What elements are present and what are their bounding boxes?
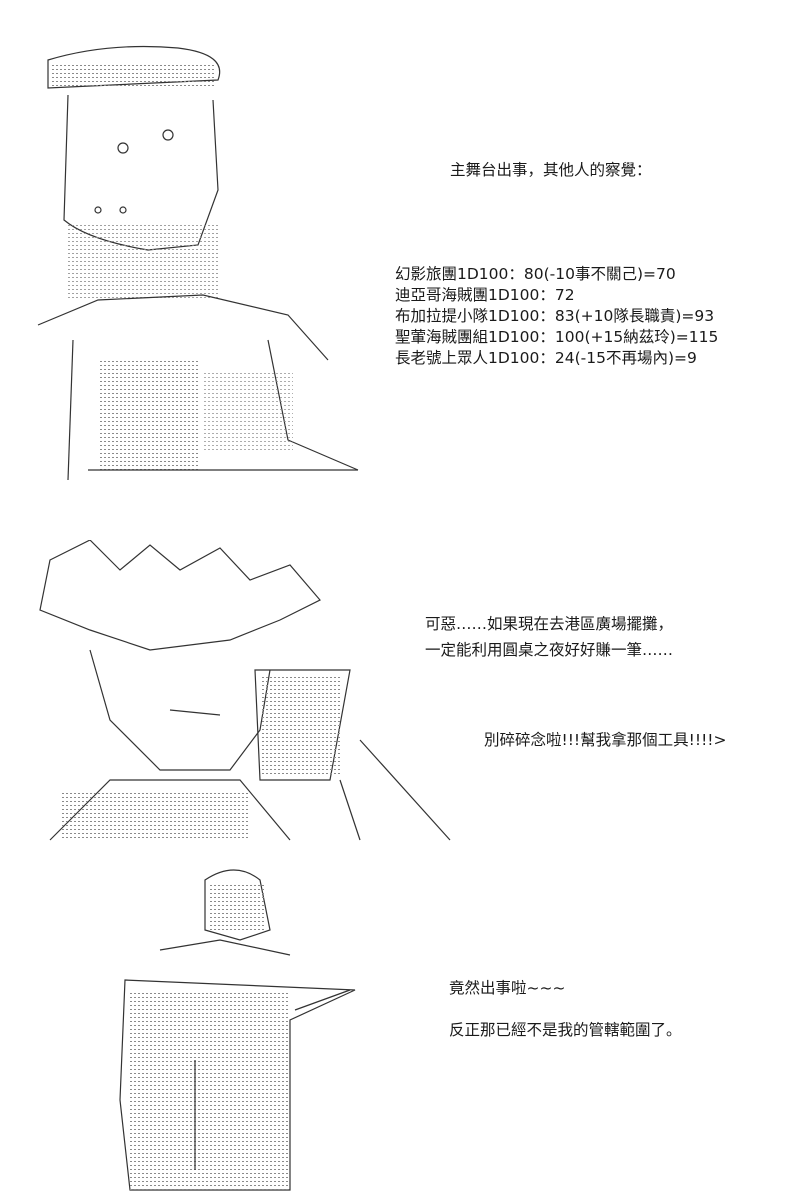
ascii-art-figure-3	[110, 860, 380, 1200]
ascii-art-figure-1	[28, 40, 408, 480]
dice-roll-list: 幻影旅團1D100：80(-10事不關己)=70 迪亞哥海賊團1D100：72 …	[395, 264, 718, 369]
dice-roll-elder-ship: 長老號上眾人1D100：24(-15不再場內)=9	[395, 349, 697, 367]
dice-roll-diego-pirates: 迪亞哥海賊團1D100：72	[395, 286, 575, 304]
dice-roll-phantom-troupe: 幻影旅團1D100：80(-10事不關己)=70	[395, 265, 676, 283]
panel3-line2: 反正那已經不是我的管轄範圍了。	[449, 1021, 682, 1039]
panel2-line2: 一定能利用圓桌之夜好好賺一筆……	[425, 641, 674, 659]
ascii-art-figure-2	[30, 540, 470, 850]
panel2-line1: 可惡……如果現在去港區廣場擺攤，	[425, 615, 674, 633]
panel2-line3: 別碎碎念啦!!!幫我拿那個工具!!!!>	[484, 731, 727, 749]
dice-roll-bucciarati-squad: 布加拉提小隊1D100：83(+10隊長職責)=93	[395, 307, 715, 325]
panel3-line1: 竟然出事啦~~~	[449, 979, 566, 997]
panel1-heading: 主舞台出事，其他人的察覺：	[450, 161, 652, 179]
dice-roll-holy-pirates: 聖葷海賊團組1D100：100(+15納茲玲)=115	[395, 328, 719, 346]
